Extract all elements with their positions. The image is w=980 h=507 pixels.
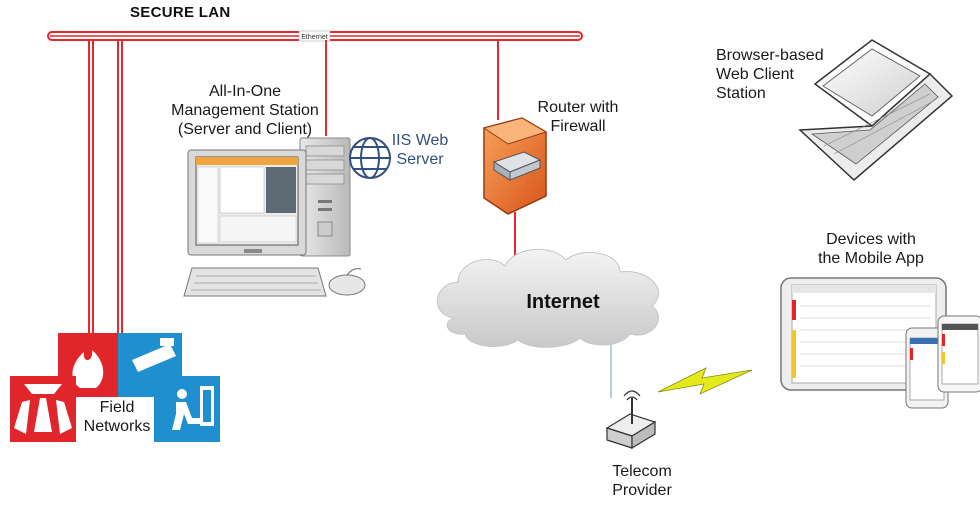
management-station-label: All-In-One Management Station (Server an… — [150, 82, 340, 139]
iis-label-line: Server — [396, 151, 444, 168]
lightning-bolt-icon — [657, 367, 753, 395]
router-firewall-label: Router with Firewall — [523, 98, 633, 136]
mobile-label-line: Devices with — [826, 231, 916, 248]
telecom-label-line: Provider — [612, 482, 672, 499]
telecom-label-line: Telecom — [612, 463, 672, 480]
ethernet-label: Ethernet — [301, 34, 328, 41]
wireless-router-icon — [605, 390, 657, 450]
ethernet-label-box — [298, 30, 331, 42]
internet-label: Internet — [526, 291, 600, 313]
ethernet-bus — [47, 30, 583, 42]
router-label-line: Firewall — [550, 118, 606, 135]
mobile-label-line: the Mobile App — [818, 250, 924, 267]
secure-lan-title: SECURE LAN — [130, 4, 231, 21]
field-networks-label: Field Networks — [62, 398, 172, 436]
browser-client-label: Browser-based Web Client Station — [716, 46, 846, 103]
iis-web-server-label: IIS Web Server — [380, 131, 460, 169]
security-camera-icon — [118, 333, 220, 442]
field-label-line: Field — [99, 399, 135, 416]
desktop-computer-icon — [183, 137, 366, 297]
smartphone-icon — [905, 315, 980, 409]
mobile-devices-label: Devices with the Mobile App — [796, 230, 946, 268]
management-label-line: (Server and Client) — [177, 121, 313, 138]
globe-icon — [349, 137, 391, 179]
browser-label-line: Station — [716, 85, 766, 102]
telecom-provider-label: Telecom Provider — [592, 462, 692, 500]
firewall-router-icon — [482, 117, 548, 215]
management-label-line: Management Station — [171, 102, 319, 119]
cloud-icon — [436, 248, 659, 348]
iis-label-line: IIS Web — [391, 132, 449, 149]
browser-label-line: Web Client — [716, 66, 794, 83]
laptop-icon — [798, 39, 954, 182]
router-label-line: Router with — [537, 99, 619, 116]
field-label-line: Networks — [83, 418, 151, 435]
management-label-line: All-In-One — [208, 83, 282, 100]
fire-alarm-icon — [10, 333, 118, 442]
browser-label-line: Browser-based — [716, 47, 824, 64]
